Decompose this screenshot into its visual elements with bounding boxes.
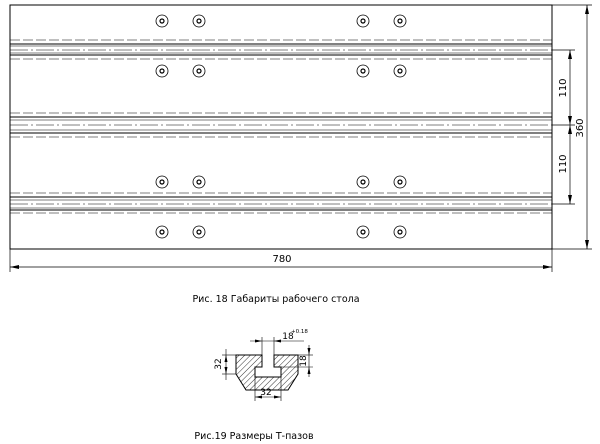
height-dimension-label: 360 bbox=[575, 118, 586, 137]
width-dimension-label: 780 bbox=[272, 254, 291, 265]
slot-spacing-dimension bbox=[552, 49, 575, 205]
lower-spacing-label: 110 bbox=[558, 154, 569, 173]
figure-19-caption: Рис.19 Размеры Т-пазов bbox=[194, 431, 314, 442]
slot-width-dimension bbox=[250, 337, 304, 355]
height-dimension bbox=[552, 4, 592, 250]
mounting-hole bbox=[393, 64, 407, 78]
t-slot-upper bbox=[10, 39, 552, 60]
mounting-hole bbox=[155, 225, 169, 239]
mounting-hole bbox=[393, 225, 407, 239]
mounting-hole bbox=[356, 225, 370, 239]
mounting-hole bbox=[356, 175, 370, 189]
mounting-hole bbox=[393, 175, 407, 189]
slot-depth-dimension bbox=[281, 345, 313, 377]
base-width-dimension bbox=[254, 377, 282, 401]
mounting-hole bbox=[192, 225, 206, 239]
slot-depth-label: 18 bbox=[299, 355, 309, 367]
figure-18-caption: Рис. 18 Габариты рабочего стола bbox=[192, 294, 359, 305]
t-slot-middle bbox=[10, 112, 552, 138]
mounting-holes bbox=[155, 14, 407, 239]
profile-height-label: 32 bbox=[214, 358, 224, 369]
t-slot-profile: 18 +0.18 18 32 32 bbox=[214, 329, 313, 401]
mounting-hole bbox=[155, 14, 169, 28]
mounting-hole bbox=[356, 14, 370, 28]
t-slot-section bbox=[235, 354, 299, 391]
mounting-hole bbox=[155, 64, 169, 78]
t-slot-lower bbox=[10, 192, 552, 214]
slot-tolerance-label: +0.18 bbox=[291, 329, 308, 335]
mounting-hole bbox=[192, 175, 206, 189]
width-dimension bbox=[9, 249, 553, 272]
upper-spacing-label: 110 bbox=[558, 78, 569, 97]
base-width-label: 32 bbox=[260, 388, 271, 398]
mounting-hole bbox=[155, 175, 169, 189]
profile-height-dimension bbox=[222, 349, 236, 380]
mounting-hole bbox=[192, 64, 206, 78]
table-outline bbox=[9, 4, 553, 250]
slot-width-label: 18 bbox=[282, 332, 294, 342]
mounting-hole bbox=[356, 64, 370, 78]
mounting-hole bbox=[393, 14, 407, 28]
mounting-hole bbox=[192, 14, 206, 28]
worktable-drawing: 780 360 110 110 bbox=[9, 4, 592, 272]
